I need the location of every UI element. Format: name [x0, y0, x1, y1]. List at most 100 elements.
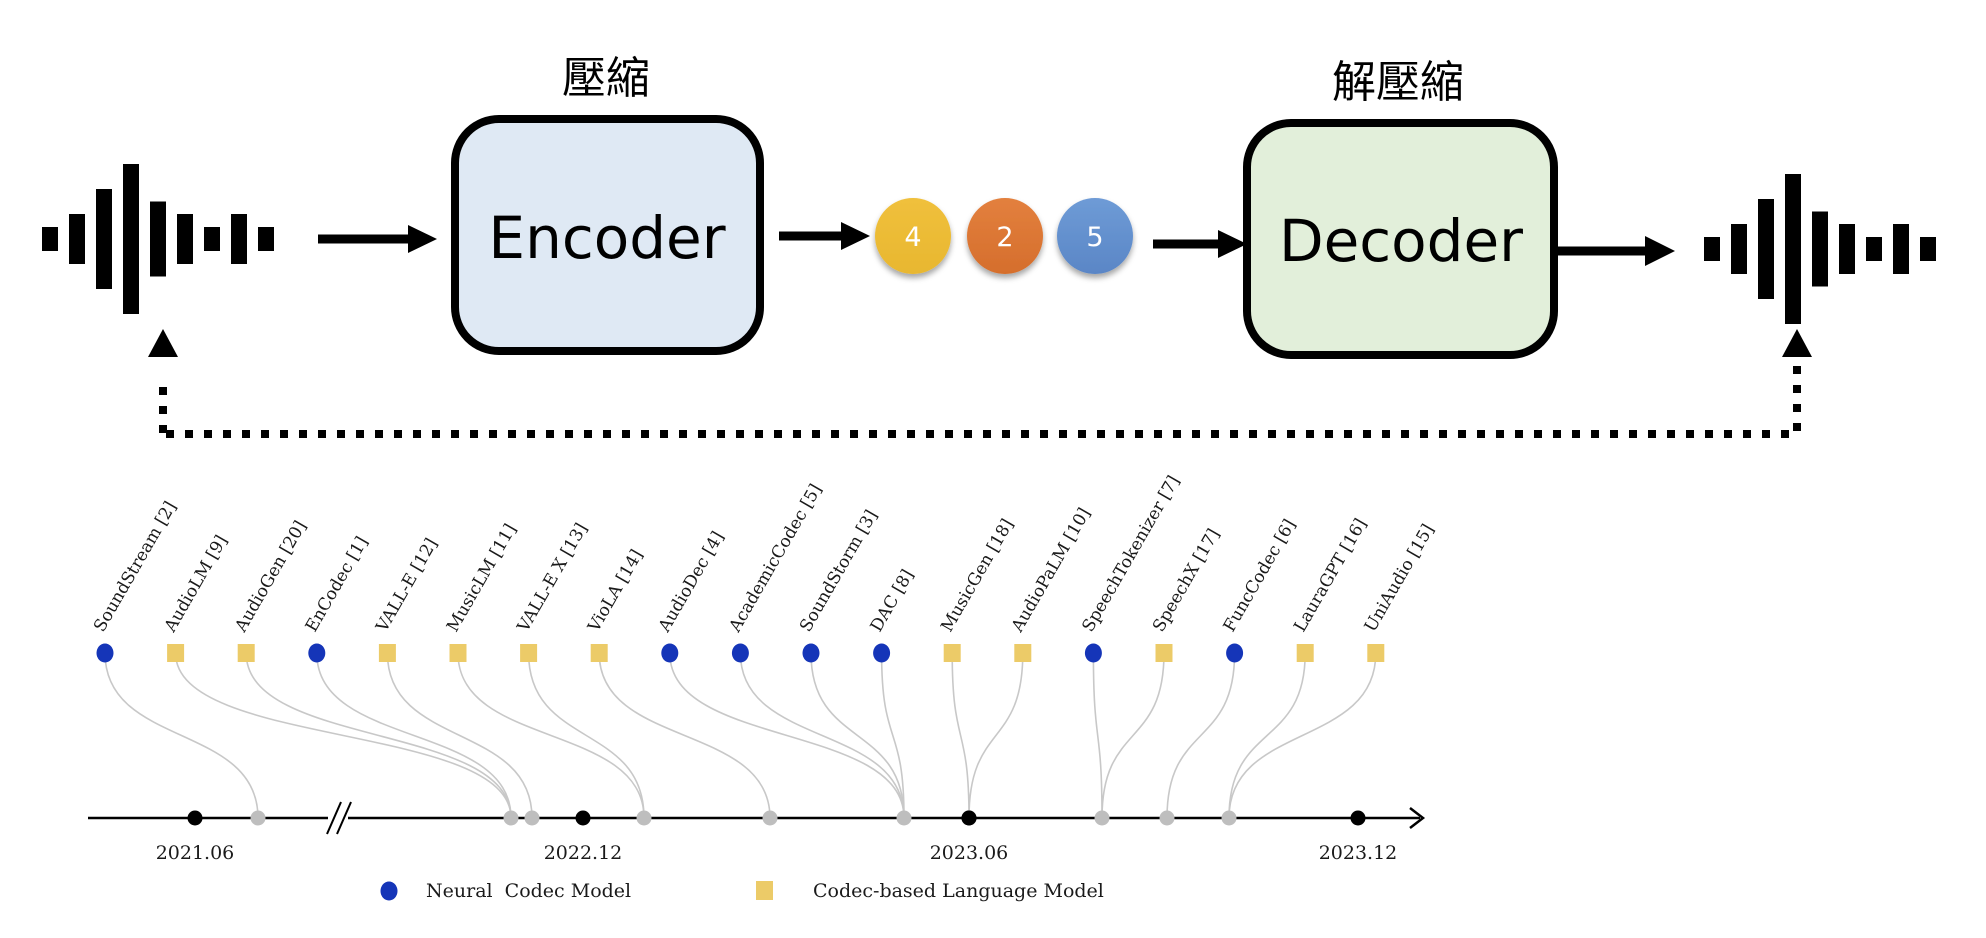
codec-lm-marker: [520, 644, 538, 662]
token-value: 2: [996, 222, 1013, 253]
date-label: 2023.12: [1319, 842, 1398, 864]
waveform-bar: [69, 214, 85, 264]
release-dot: [1094, 810, 1110, 826]
model-label: LauraGPT [16]: [1290, 515, 1371, 635]
neural-codec-marker: [96, 643, 114, 663]
arrow-up-icon: [1782, 329, 1812, 357]
timeline-connectors: [104, 652, 1377, 819]
arrow-right-icon: [1153, 230, 1247, 258]
release-dot: [1159, 810, 1175, 826]
date-label: 2021.06: [156, 842, 235, 864]
codec-lm-marker: [167, 644, 185, 662]
token-value: 5: [1086, 222, 1103, 253]
legend-item-codec-lm: Codec-based Language Model: [756, 880, 1104, 902]
connector-line: [810, 652, 905, 819]
codec-lm-marker: [1155, 644, 1173, 662]
connector-line: [104, 652, 259, 819]
waveform-bar: [42, 227, 58, 251]
waveform-bar: [204, 227, 220, 251]
token-value: 4: [904, 222, 921, 253]
model-label: DAC [8]: [867, 566, 919, 635]
legend-label: Neural Codec Model: [426, 880, 631, 902]
waveform-bar: [1785, 174, 1801, 324]
waveform-bar: [123, 164, 139, 314]
token-2: 2: [967, 198, 1043, 274]
waveform-bar: [1839, 224, 1855, 274]
release-dot: [524, 810, 540, 826]
decompress-title: 解壓縮: [1332, 57, 1464, 108]
waveform-bar: [150, 201, 166, 277]
waveform-bar: [96, 189, 112, 289]
axis-break-mark: [326, 801, 352, 835]
codec-lm-marker: [449, 644, 467, 662]
neural-codec-marker: [1226, 643, 1244, 663]
connector-line: [598, 652, 771, 819]
arrow-up-icon: [148, 329, 178, 357]
connector-line: [386, 652, 533, 819]
encoder-label: Encoder: [488, 204, 725, 272]
connector-line: [527, 652, 645, 819]
codec-lm-marker: [378, 644, 396, 662]
release-dot: [1221, 810, 1237, 826]
legend-circle-marker: [380, 881, 398, 901]
waveform-bar: [1704, 237, 1720, 261]
legend-square-marker: [756, 881, 773, 900]
codec-lm-marker: [1014, 644, 1032, 662]
waveform-bar: [1893, 224, 1909, 274]
token-5: 5: [1057, 198, 1133, 274]
release-dot: [762, 810, 778, 826]
connector-line: [1101, 652, 1165, 819]
model-label: MusicLM [11]: [443, 521, 521, 636]
connector-line: [174, 652, 512, 819]
release-dot: [636, 810, 652, 826]
release-dot: [250, 810, 266, 826]
model-label: VALL-E X [13]: [513, 520, 592, 636]
encoder-block: Encoder: [451, 115, 764, 355]
arrow-right-icon: [318, 225, 437, 253]
model-label: SoundStorm [3]: [796, 507, 882, 636]
codec-lm-marker: [590, 644, 608, 662]
decoder-block: Decoder: [1243, 119, 1558, 359]
connector-line: [1166, 652, 1236, 819]
connector-line: [880, 652, 905, 819]
model-label: SpeechX [17]: [1149, 525, 1224, 635]
date-label: 2023.06: [930, 842, 1009, 864]
date-dot: [1350, 810, 1366, 826]
connector-line: [669, 652, 905, 819]
date-dot: [961, 810, 977, 826]
date-dot: [575, 810, 591, 826]
connector-line: [739, 652, 905, 819]
timeline-axis: [88, 801, 1426, 835]
waveform-bar: [258, 227, 274, 251]
model-label: EnCodec [1]: [302, 533, 373, 635]
codec-lm-marker: [943, 644, 961, 662]
arrow-right-icon: [1409, 807, 1426, 829]
connector-line: [457, 652, 645, 819]
arrow-right-icon: [779, 222, 870, 250]
decoder-label: Decoder: [1279, 207, 1523, 275]
legend: Neural Codec Model Codec-based Language …: [380, 880, 1104, 902]
model-label: AudioLM [9]: [160, 532, 232, 636]
connector-line: [245, 652, 512, 819]
neural-codec-marker: [802, 643, 820, 663]
model-label: AudioPaLM [10]: [1007, 505, 1095, 637]
codec-lm-marker: [237, 644, 255, 662]
model-label: AudioGen [20]: [231, 518, 311, 637]
release-dot: [503, 810, 519, 826]
neural-codec-marker: [661, 643, 679, 663]
neural-codec-marker: [731, 643, 749, 663]
codec-lm-marker: [1296, 644, 1314, 662]
legend-label: Codec-based Language Model: [813, 880, 1104, 902]
waveform-bar: [1812, 211, 1828, 287]
connector-line: [316, 652, 512, 819]
reconstruction-comparison-loop: [148, 329, 1812, 438]
connector-line: [1092, 652, 1103, 819]
model-label: FuncCodec [6]: [1220, 516, 1301, 635]
connector-line: [968, 652, 1024, 819]
waveform-bar: [1731, 224, 1747, 274]
model-label: VioLA [14]: [584, 546, 648, 636]
connector-line: [951, 652, 970, 819]
